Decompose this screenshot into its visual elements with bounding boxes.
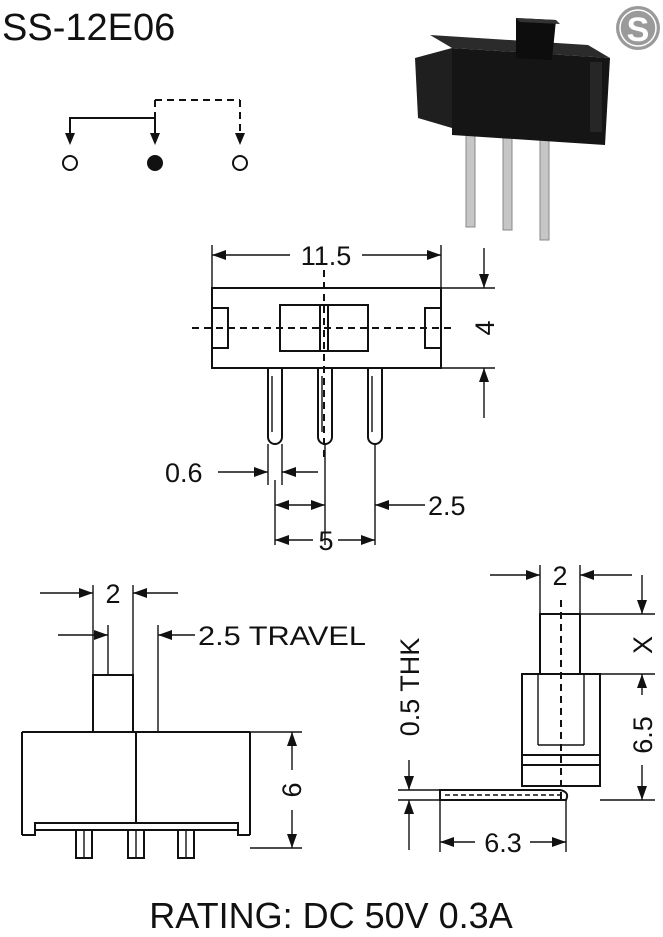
dim-front-height-value: 6 (277, 782, 307, 797)
switch-product-image (415, 18, 610, 241)
dim-pin-span-value: 5 (318, 526, 333, 556)
front-view-pins (75, 829, 195, 859)
dim-pin-span: 5 (275, 526, 375, 556)
side-view-drawing (439, 600, 601, 801)
dim-body-height-value: 4 (470, 320, 500, 335)
dim-body-length: 11.5 (211, 241, 442, 288)
dim-body-height: 4 (441, 248, 500, 418)
switch-schematic-symbol (62, 99, 248, 171)
dim-pin-diameter-value: 0.6 (165, 458, 203, 488)
brand-logo-letter: S (627, 11, 650, 49)
front-view-drawing (21, 674, 251, 859)
dim-side-lever: X (580, 575, 658, 675)
top-view-drawing (192, 270, 455, 460)
dim-thickness: 0.5 THK (395, 638, 440, 850)
part-number-title: SS-12E06 (2, 7, 175, 49)
terminal-open-right (232, 155, 248, 171)
dim-side-height-value: 6.5 (628, 716, 658, 754)
dim-side-width: 2 (490, 561, 632, 614)
dim-side-height: 6.5 (600, 674, 658, 801)
dim-travel: 2.5 TRAVEL (58, 621, 366, 732)
dim-side-base: 6.3 (439, 800, 567, 858)
dim-side-lever-value: X (628, 636, 658, 654)
dim-thickness-value: 0.5 THK (395, 638, 425, 737)
dim-travel-value: 2.5 TRAVEL (198, 621, 366, 651)
terminal-common (147, 155, 163, 171)
dim-body-length-value: 11.5 (301, 241, 352, 271)
dim-pin-diameter: 0.6 (165, 444, 318, 488)
terminal-open-left (62, 155, 78, 171)
brand-logo: S (616, 6, 660, 50)
dim-pin-pitch-value: 2.5 (428, 491, 466, 521)
dim-pin-pitch: 2.5 (274, 444, 466, 545)
dim-front-height: 6 (250, 731, 307, 849)
rating-label: RATING: DC 50V 0.3A (149, 895, 512, 936)
dim-side-base-value: 6.3 (484, 828, 522, 858)
dim-actuator-width: 2 (40, 579, 178, 675)
dim-actuator-width-value: 2 (105, 579, 120, 609)
dim-side-width-value: 2 (552, 561, 567, 591)
